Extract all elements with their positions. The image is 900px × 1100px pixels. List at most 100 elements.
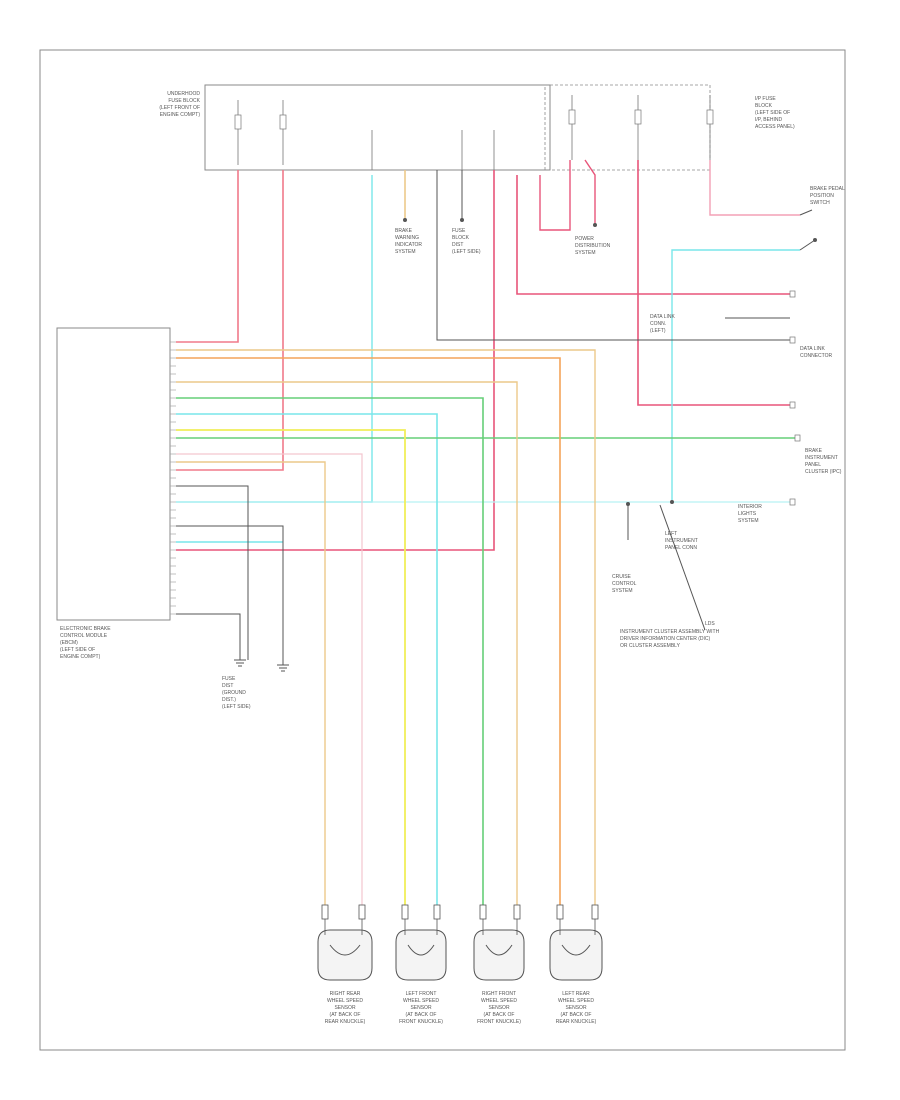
ref-data-link-left-1: DATA LINK (650, 314, 675, 320)
lr-sensor-label-5: REAR KNUCKLE) (556, 1019, 597, 1025)
ref-ld-connector-3: PANEL CONN (665, 545, 697, 551)
ref-brake-switch-3: SWITCH (810, 200, 830, 206)
lf-sensor-label-5: FRONT KNUCKLE) (399, 1019, 443, 1025)
rr-sensor-label-2: WHEEL SPEED (327, 998, 363, 1004)
ref-ip-cluster-1: BRAKE (805, 448, 823, 454)
ref-ld-connector-1: LEFT (665, 531, 677, 537)
rf-sensor-label-2: WHEEL SPEED (481, 998, 517, 1004)
ref-ground-left-5: (LEFT SIDE) (222, 704, 251, 710)
wheel-speed-sensor-rf: RIGHT FRONT WHEEL SPEED SENSOR (AT BACK … (473, 919, 525, 1025)
wire-gray-ebcm-ground (176, 613, 241, 660)
lf-sensor-label-2: WHEEL SPEED (403, 998, 439, 1004)
ref-ld-connector-2: INSTRUMENT (665, 538, 698, 544)
ref-brake-indicator-1: BRAKE (395, 228, 413, 234)
ref-power-dist-2: DISTRIBUTION (575, 243, 611, 249)
lr-sensor-label-2: WHEEL SPEED (558, 998, 594, 1004)
wire-red-power-2 (176, 170, 284, 471)
wire-gray-ebcm-1 (176, 485, 249, 660)
ebcm-label-2: CONTROL MODULE (60, 633, 108, 639)
ref-dlc: DATA LINK CONNECTOR (800, 346, 833, 359)
ref-ip-cluster-3: PANEL (805, 462, 821, 468)
ref-brake-switch: BRAKE PEDAL POSITION SWITCH (810, 186, 845, 206)
wire-pink-switch (516, 175, 790, 295)
ref-ground-left-3: (GROUND (222, 690, 246, 696)
wire-tan-lr-sensor (176, 349, 596, 905)
ref-cluster-note-1: LDS (705, 621, 715, 627)
ref-ground-left-1: FUSE (222, 676, 236, 682)
fuse-symbols (234, 95, 714, 170)
splice-dots (403, 218, 674, 506)
ref-ground-left-2: DIST (222, 683, 233, 689)
wheel-speed-sensor-lf: LEFT FRONT WHEEL SPEED SENSOR (AT BACK O… (395, 919, 447, 1025)
ref-interior-lights-2: LIGHTS (738, 511, 757, 517)
ref-data-link-left-2: CONN. (650, 321, 666, 327)
rr-sensor-label-1: RIGHT REAR (330, 991, 361, 997)
sensor-connectors (321, 904, 599, 920)
ref-interior-lights: INTERIOR LIGHTS SYSTEM (738, 504, 762, 524)
ref-cluster-note-3: DRIVER INFORMATION CENTER (DIC) (620, 636, 711, 642)
wire-yellow-lf-sensor (176, 429, 406, 905)
ip-fuse-label-1: I/P FUSE (755, 96, 776, 102)
ebcm-label-5: ENGINE COMPT) (60, 654, 101, 660)
wire-gray-ebcm-2 (176, 525, 284, 665)
ref-brake-switch-1: BRAKE PEDAL (810, 186, 845, 192)
wire-red-power-1 (176, 170, 239, 343)
fuse-block-label-4: ENGINE COMPT) (160, 112, 201, 118)
ref-fuse-top-4: (LEFT SIDE) (452, 249, 481, 255)
ip-fuse-label-2: BLOCK (755, 103, 773, 109)
ref-interior-lights-1: INTERIOR (738, 504, 762, 510)
ref-fuse-top-3: DIST (452, 242, 463, 248)
ref-brake-indicator: BRAKE WARNING INDICATOR SYSTEM (395, 228, 422, 255)
wire-gray-ground-right (436, 170, 790, 341)
ref-brake-indicator-2: WARNING (395, 235, 419, 241)
ref-ld-connector: LEFT INSTRUMENT PANEL CONN (665, 531, 698, 551)
ip-fuse-label-4: I/P, BEHIND (755, 117, 783, 123)
rr-sensor-label-5: REAR KNUCKLE) (325, 1019, 366, 1025)
ref-fuse-top-2: BLOCK (452, 235, 470, 241)
ground-symbol (234, 659, 289, 672)
ebcm-label: ELECTRONIC BRAKE CONTROL MODULE (EBCM) (… (60, 626, 111, 660)
ebcm-pin-ticks (170, 341, 176, 615)
ref-cluster-note-2: INSTRUMENT CLUSTER ASSEMBLY WITH (620, 629, 720, 635)
wire-cyan-dlc-right (671, 249, 800, 500)
fuse-block-label-2: FUSE BLOCK (168, 98, 200, 104)
ref-cluster-note-4: OR CLUSTER ASSEMBLY (620, 643, 681, 649)
ref-interior-lights-3: SYSTEM (738, 518, 759, 524)
ip-fuse-label-5: ACCESS PANEL) (755, 124, 795, 130)
wire-tan-rr-sensor (176, 461, 326, 905)
ref-dlc-1: DATA LINK (800, 346, 825, 352)
wheel-speed-sensor-rr: RIGHT REAR WHEEL SPEED SENSOR (AT BACK O… (317, 919, 373, 1025)
wheel-speed-sensor-lr: LEFT REAR WHEEL SPEED SENSOR (AT BACK OF… (549, 919, 603, 1025)
brake-switch-symbol (799, 209, 817, 251)
lr-sensor-label-3: SENSOR (565, 1005, 587, 1011)
ref-power-dist-3: SYSTEM (575, 250, 596, 256)
lr-sensor-label-4: (AT BACK OF (561, 1012, 592, 1018)
ref-cluster-note: LDS INSTRUMENT CLUSTER ASSEMBLY WITH DRI… (620, 621, 720, 649)
ebcm-label-1: ELECTRONIC BRAKE (60, 626, 111, 632)
wire-cyan-top (176, 175, 373, 503)
wire-gray-cluster-lead (659, 504, 706, 631)
wire-pink-loop (539, 160, 571, 231)
ref-cruise-1: CRUISE (612, 574, 632, 580)
wire-pink-right (637, 160, 790, 406)
lf-sensor-label-4: (AT BACK OF (406, 1012, 437, 1018)
ref-power-dist-1: POWER (575, 236, 594, 242)
ebcm-label-3: (EBCM) (60, 640, 78, 646)
ref-ground-left-4: DIST.) (222, 697, 236, 703)
rf-sensor-label-4: (AT BACK OF (484, 1012, 515, 1018)
ref-brake-indicator-3: INDICATOR (395, 242, 422, 248)
ref-data-link-left-3: (LEFT) (650, 328, 666, 334)
rf-sensor-label-3: SENSOR (488, 1005, 510, 1011)
wire-tan-rf-sensor (176, 381, 518, 905)
ip-fuse-block-outline (544, 84, 711, 171)
ref-ip-cluster-2: INSTRUMENT (805, 455, 838, 461)
lf-sensor-label-3: SENSOR (410, 1005, 432, 1011)
ref-cruise: CRUISE CONTROL SYSTEM (612, 574, 637, 594)
wire-lightpink-rr-sensor (176, 453, 363, 905)
ref-ip-cluster: BRAKE INSTRUMENT PANEL CLUSTER (IPC) (805, 448, 842, 475)
wire-pink-dist (584, 159, 596, 225)
ref-dlc-2: CONNECTOR (800, 353, 833, 359)
wire-pink-brake-switch (709, 160, 800, 216)
ref-fuse-top: FUSE BLOCK DIST (LEFT SIDE) (452, 228, 481, 255)
